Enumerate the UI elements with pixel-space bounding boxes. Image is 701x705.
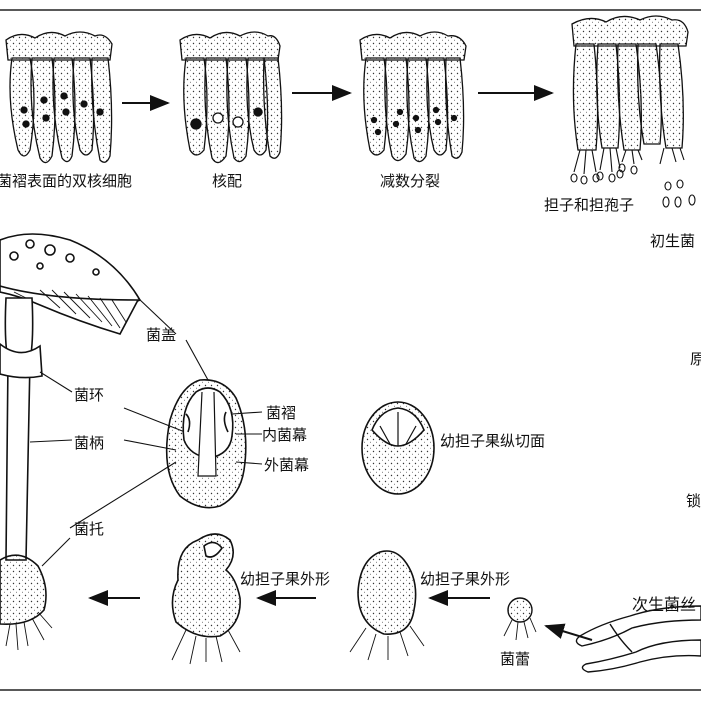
label-stage3: 减数分裂 — [380, 172, 441, 190]
stage4-spores — [570, 147, 696, 208]
label-young-exterior-2: 幼担子果外形 — [420, 570, 511, 588]
young-exterior-open — [171, 533, 241, 665]
label-stalk: 菌柄 — [74, 434, 105, 452]
stage4-basidia — [571, 15, 689, 151]
label-outer-veil: 外菌幕 — [264, 456, 310, 474]
young-exterior-closed — [349, 550, 425, 661]
longitudinal-section — [165, 379, 247, 509]
label-stage2: 核配 — [212, 172, 243, 190]
stage2-cells — [179, 31, 283, 164]
label-cap: 菌盖 — [146, 326, 177, 344]
label-secondary-mycelium: 次生菌丝 — [632, 596, 697, 614]
label-young-exterior-1: 幼担子果外形 — [240, 570, 331, 588]
label-stage1: 菌褶表面的双核细胞 — [0, 172, 133, 190]
secondary-mycelium-figure — [575, 605, 701, 673]
mature-mushroom — [0, 233, 142, 651]
arrow-to-button — [544, 623, 593, 641]
label-bud: 菌蕾 — [500, 650, 531, 668]
label-edge-2: 锁 — [686, 492, 701, 510]
label-young-section: 幼担子果纵切面 — [440, 432, 546, 450]
label-inner-veil: 内菌幕 — [262, 426, 308, 444]
label-edge-1: 原 — [690, 350, 701, 368]
young-section-figure — [361, 401, 435, 495]
label-ring: 菌环 — [74, 386, 105, 404]
label-volva: 菌托 — [74, 520, 105, 538]
stage3-cells — [359, 31, 467, 163]
label-primary-mycelium: 初生菌 — [650, 232, 696, 250]
label-stage4: 担子和担孢子 — [544, 196, 635, 214]
button-stage — [503, 597, 537, 641]
label-gills: 菌褶 — [266, 404, 297, 422]
stage1-cells — [5, 31, 113, 164]
